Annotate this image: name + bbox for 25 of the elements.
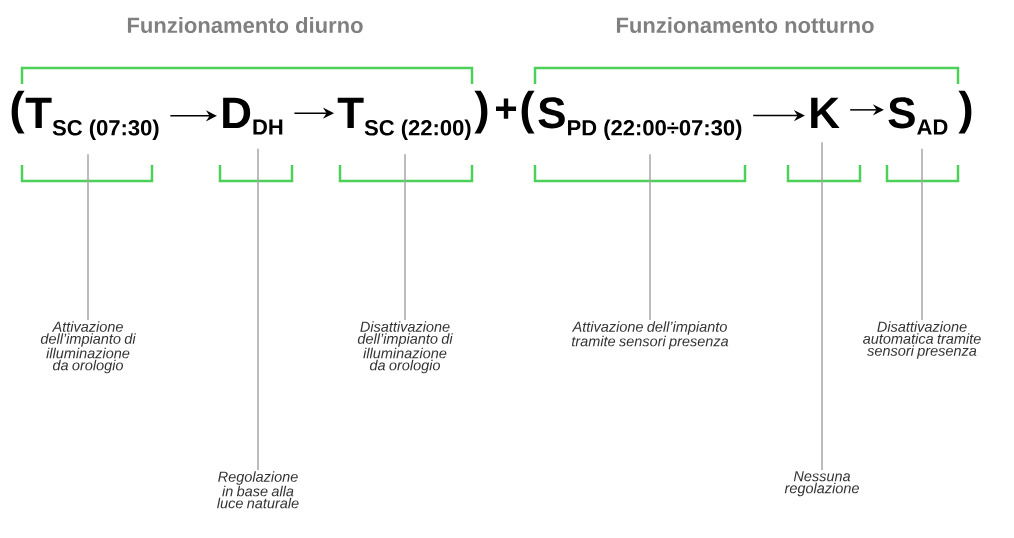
leader-line: [821, 141, 823, 471]
description: Nessuna regolazione: [784, 471, 859, 497]
description: Regolazione in base alla luce naturale: [217, 471, 299, 509]
description: Attivazione dell’impianto di illuminazione da orologio: [40, 321, 136, 374]
parenthesis: ): [474, 90, 488, 134]
leader-line: [649, 153, 651, 321]
term: $\text{S}_{\text{AD}}$: [888, 97, 948, 135]
description: Disattivazione automatica tramite sensori presenza: [863, 321, 981, 359]
parenthesis: ): [958, 90, 972, 134]
description: Attivazione dell’impianto tramite sensori presenza: [571, 321, 729, 350]
term: $\text{D}_{\text{DH}}$: [223, 97, 283, 135]
term: $\text{T}_{\text{SC (22:00)}}$: [337, 97, 471, 140]
leader-line: [404, 153, 406, 321]
heading: Funzionamento notturno: [616, 16, 874, 34]
parenthesis: (: [521, 90, 535, 134]
term: $\text{K}$: [811, 97, 840, 128]
leader-line: [921, 148, 923, 321]
heading: Funzionamento diurno: [127, 16, 363, 34]
term: $\text{S}_{\text{PD (22:00÷07:30)}}$: [538, 97, 742, 140]
plus-sign: +: [496, 98, 517, 119]
term: $\text{T}_{\text{SC (07:30)}}$: [25, 97, 159, 140]
leader-line: [87, 153, 89, 321]
description: Disattivazione dell’impianto di illuminazione da orologio: [357, 321, 453, 374]
leader-line: [257, 148, 259, 471]
parenthesis: (: [11, 90, 25, 134]
